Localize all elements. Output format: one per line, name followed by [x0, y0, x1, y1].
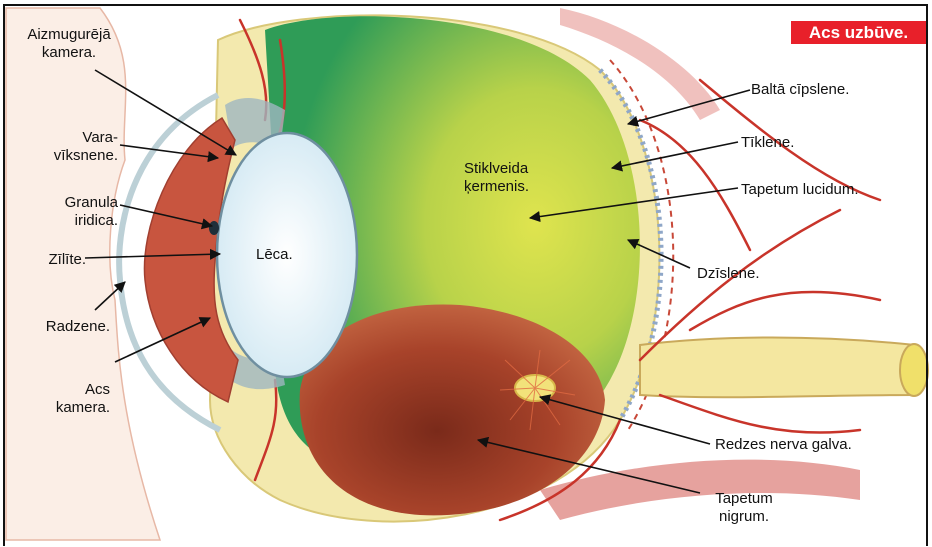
label-zilite: Zīlīte.: [14, 251, 86, 269]
label-redzes-nerva-galva: Redzes nerva galva.: [715, 436, 852, 454]
label-tapetum-lucidum: Tapetum lucidum.: [741, 181, 859, 199]
label-granula-iridica: Granula iridica.: [14, 194, 118, 230]
label-tiklene: Tīklene.: [741, 134, 794, 152]
label-leca: Lēca.: [256, 246, 293, 264]
label-dzislene: Dzīslene.: [697, 265, 760, 283]
label-stiklveida-kermenis: Stiklveida ķermenis.: [464, 160, 529, 196]
label-tapetum-nigrum: Tapetum nigrum.: [699, 490, 789, 526]
label-aizmugureja-kamera: Aizmugurējā kamera.: [14, 26, 124, 62]
label-radzene: Radzene.: [14, 318, 110, 336]
label-balta-cipslene: Baltā cīpslene.: [751, 81, 849, 99]
label-varaviksnene: Vara- vīksnene.: [14, 129, 118, 165]
figure-title: Acs uzbūve.: [791, 21, 926, 44]
label-acs-kamera: Acs kamera.: [14, 381, 110, 417]
